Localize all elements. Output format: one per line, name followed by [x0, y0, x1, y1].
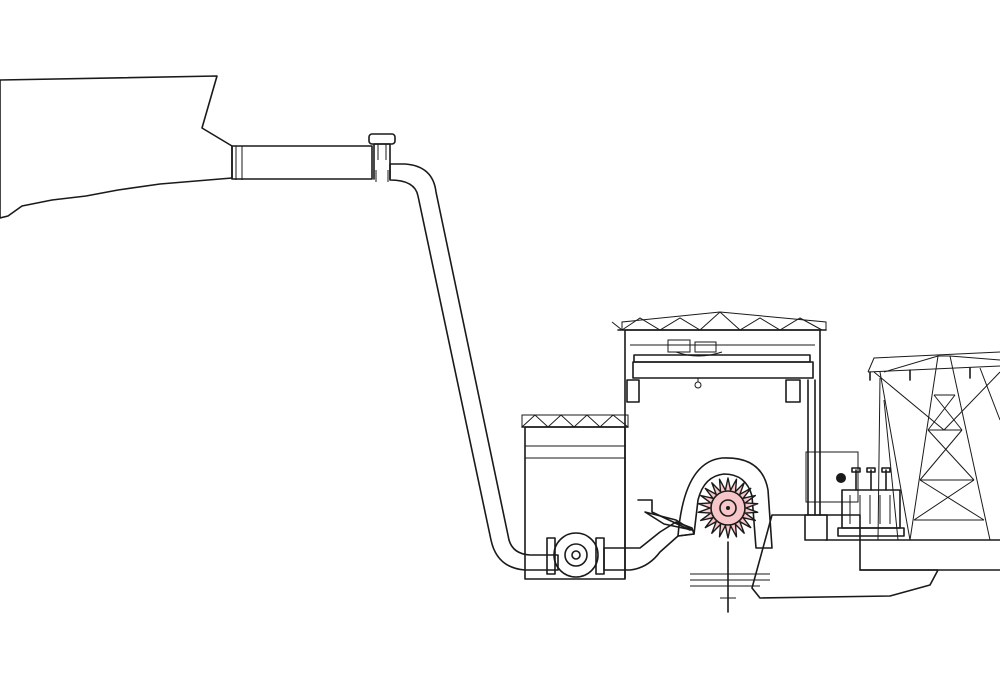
- pelton-turbine-icon: [697, 477, 759, 613]
- ground-line: [825, 539, 1000, 571]
- turbine-inlet-arch: [677, 457, 773, 549]
- surge-tank-icon: [368, 133, 396, 182]
- powerhouse-icon: [611, 311, 859, 579]
- transmission-tower-icon: [867, 351, 1000, 541]
- penstock-icon: [389, 163, 559, 571]
- reservoir-icon: [0, 75, 233, 219]
- tailrace-icon: [690, 514, 939, 599]
- transformer-icon: [837, 467, 905, 537]
- crane-icon: [626, 339, 814, 403]
- intake-tunnel-icon: [231, 145, 373, 180]
- inlet-valve-icon: [546, 532, 605, 578]
